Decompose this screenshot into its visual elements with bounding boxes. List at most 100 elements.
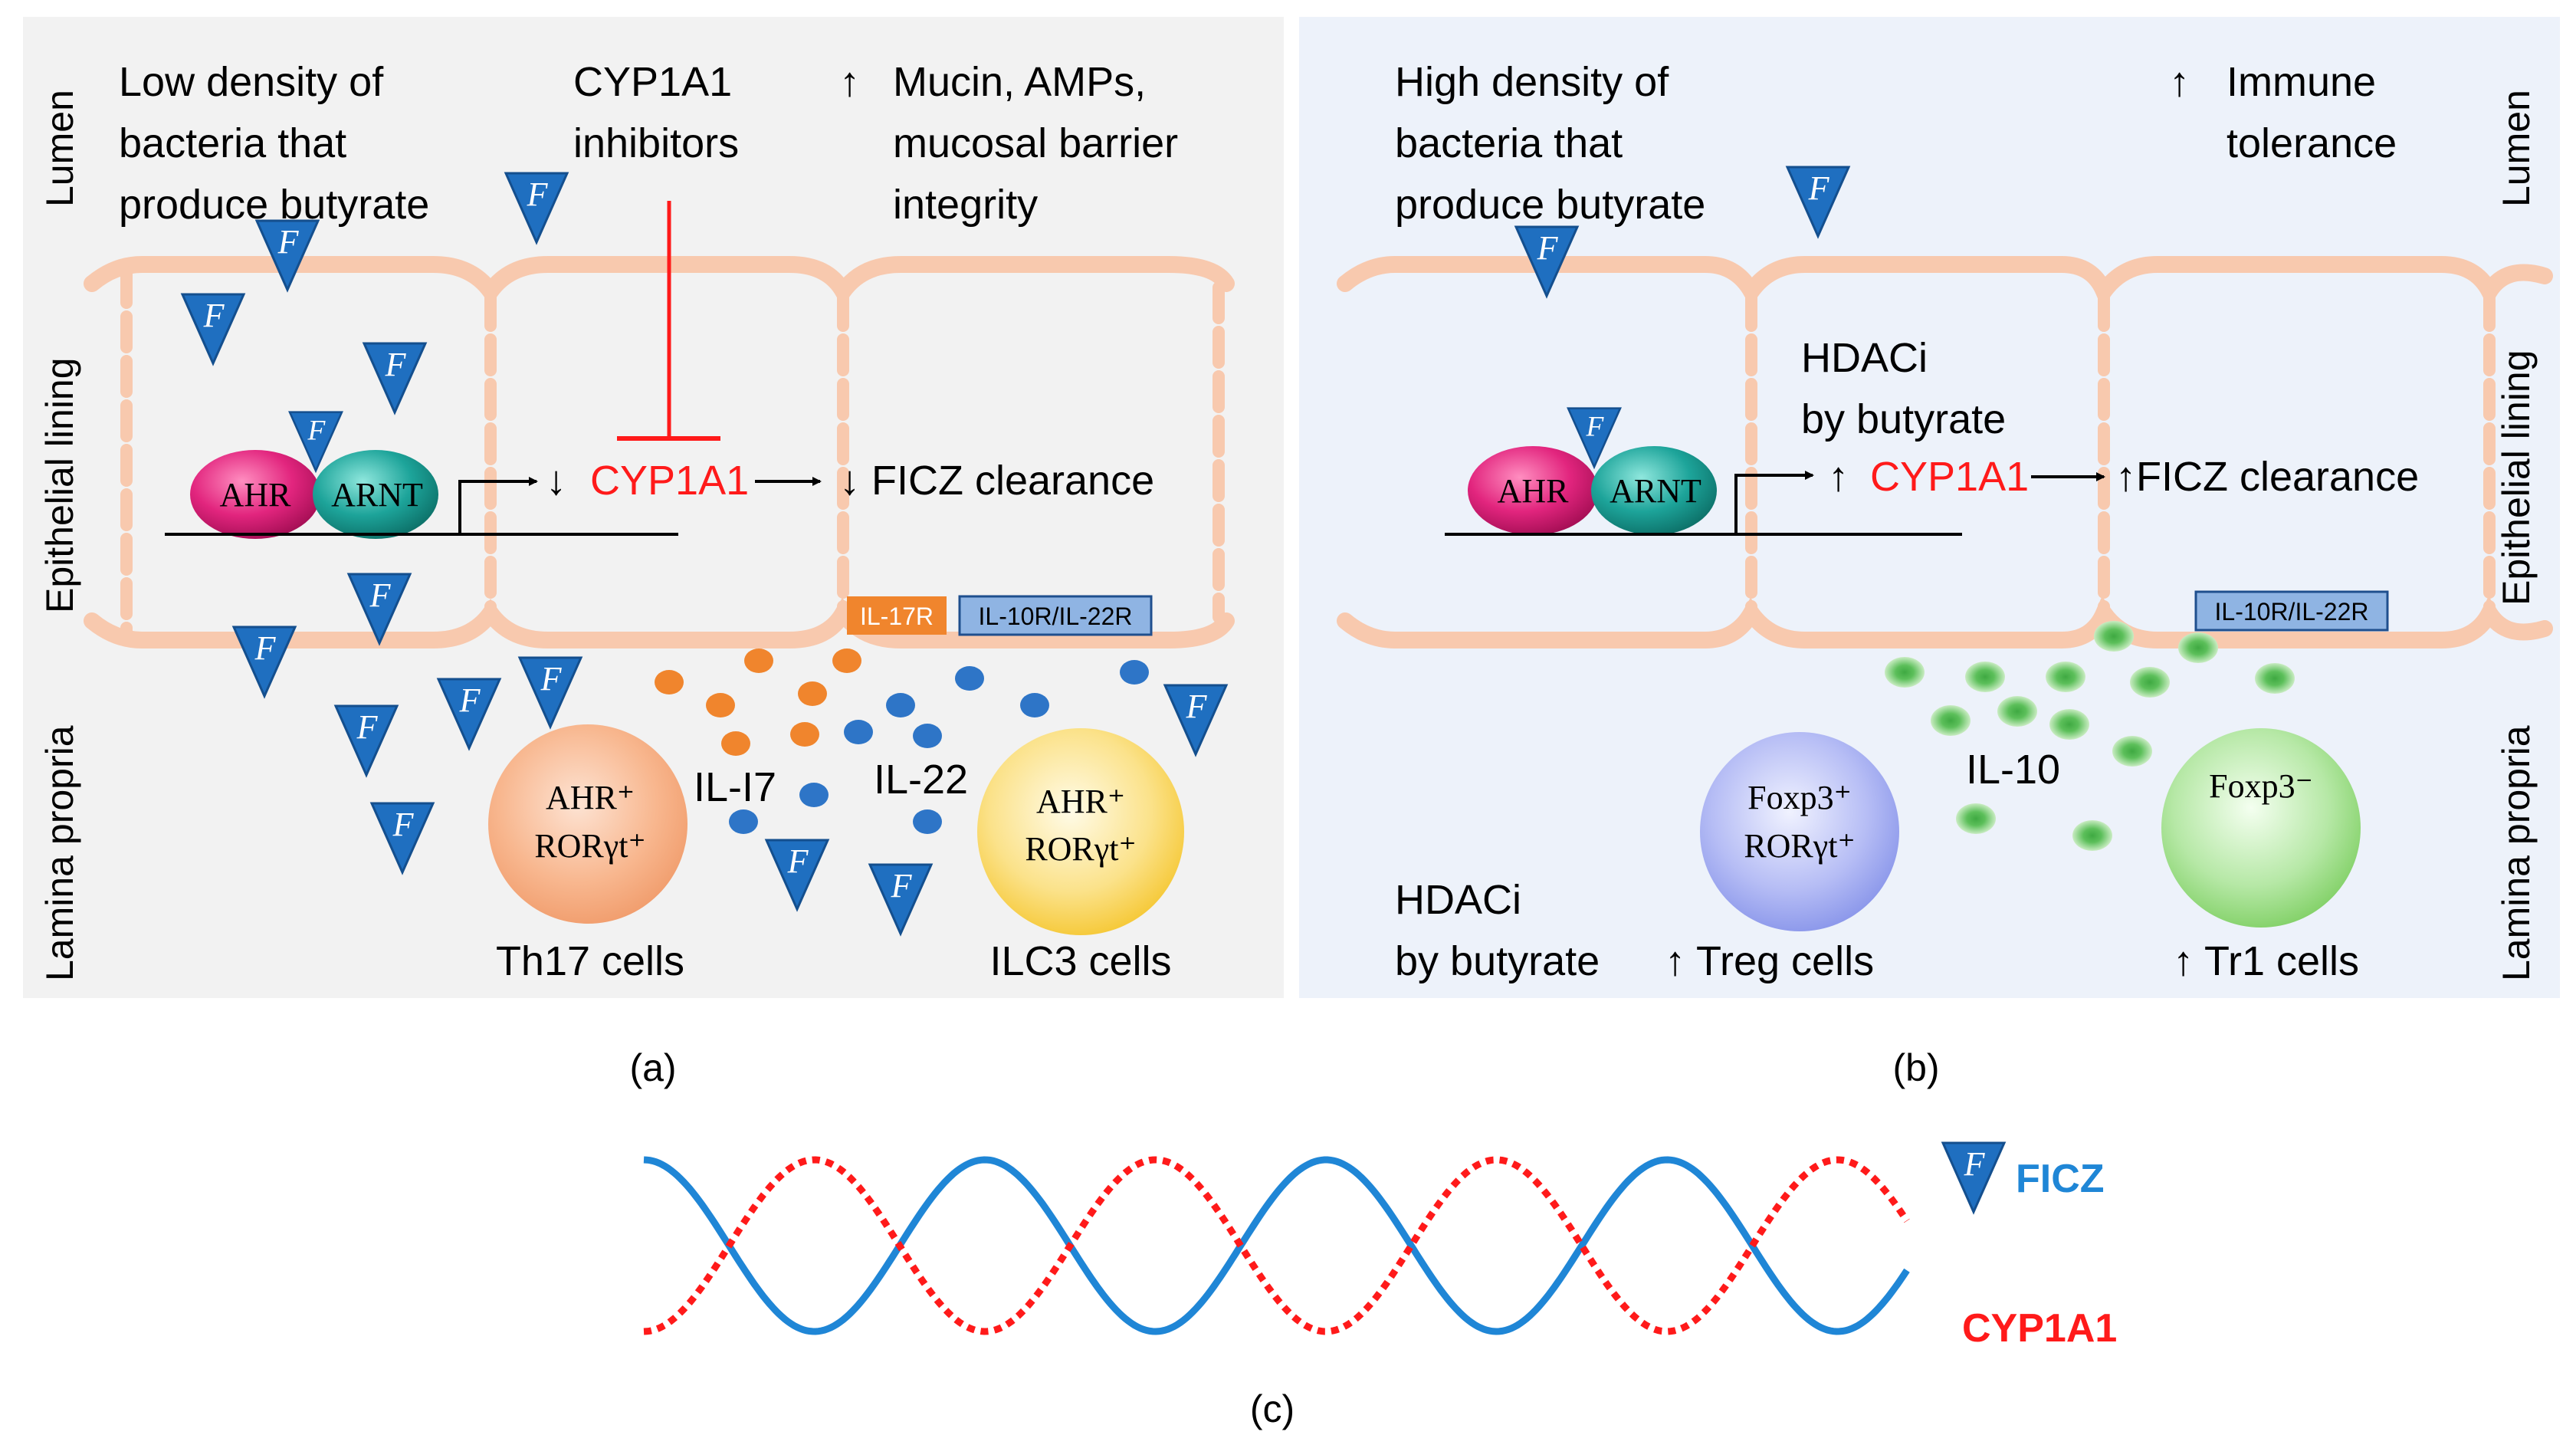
il10-molecule xyxy=(2049,709,2089,740)
panel-a: Lumen Epithelial lining Lamina propria L… xyxy=(23,17,1284,1089)
il10-molecule xyxy=(2046,662,2085,692)
il22-molecules xyxy=(729,660,1149,834)
il10-molecule xyxy=(1885,657,1925,688)
panel-b-cyp1a1: CYP1A1 xyxy=(1870,454,2029,500)
il22-molecule xyxy=(913,809,942,834)
il10-molecule xyxy=(2112,736,2152,767)
panel-b-tolerance-text: Immune tolerance xyxy=(2227,59,2397,166)
il10-molecule xyxy=(1956,803,1996,834)
ficz-oscillation-line xyxy=(643,1156,1910,1335)
il10-molecule xyxy=(1965,662,2005,692)
panel-c: FICZ CYP1A1 (c) xyxy=(643,1141,2117,1430)
panel-a-clearance: ↓ FICZ clearance xyxy=(839,458,1154,504)
treg-cell-line-2: RORγt⁺ xyxy=(1744,827,1855,865)
treg-cell-line-1: Foxp3⁺ xyxy=(1747,779,1852,816)
panel-b-arnt-label: ARNT xyxy=(1610,472,1701,510)
tr1-label: ↑ Tr1 cells xyxy=(2173,938,2359,984)
il17-receptor-label: IL-17R xyxy=(860,603,934,630)
panel-c-caption: (c) xyxy=(1250,1387,1295,1430)
il22-molecule xyxy=(729,809,758,834)
il10-il22-receptor-a xyxy=(958,595,1153,636)
ilc3-cell-line-2: RORγt⁺ xyxy=(1025,830,1136,868)
il22-molecule xyxy=(913,724,942,748)
panel-b-epithelial-label: Epithelial lining xyxy=(2495,350,2538,606)
inhibitors-line-1: CYP1A1 xyxy=(573,59,732,105)
il22-molecule xyxy=(955,666,984,691)
cyp1a1-oscillation-line xyxy=(643,1156,1910,1335)
treg-label: ↑ Treg cells xyxy=(1665,938,1874,984)
il10-molecule xyxy=(2255,663,2295,694)
il10-molecule xyxy=(2130,667,2170,698)
panel-a-cyp1a1: CYP1A1 xyxy=(590,458,749,504)
barrier-line-3: integrity xyxy=(893,182,1038,228)
il10-il22-receptor-b xyxy=(2194,590,2389,632)
il10-label: IL-10 xyxy=(1966,747,2060,793)
panel-b-lamina-label: Lamina propria xyxy=(2495,725,2538,981)
panel-a-promoter-arrow xyxy=(458,477,538,534)
tr1-cell-label: Foxp3⁻ xyxy=(2209,767,2313,805)
il17-receptor xyxy=(847,596,947,635)
il22-molecule xyxy=(1120,660,1149,685)
panel-a-bacteria-text: Low density of bacteria that produce but… xyxy=(119,59,429,228)
panel-a-arnt-label: ARNT xyxy=(331,476,423,514)
panel-b-bacteria-text: High density of bacteria that produce bu… xyxy=(1395,59,1705,228)
bacteria-line-1: Low density of xyxy=(119,59,384,105)
panel-a-caption: (a) xyxy=(629,1046,676,1089)
il17-molecule xyxy=(706,693,735,717)
il17-molecules xyxy=(655,648,861,756)
ilc3-cell-line-1: AHR⁺ xyxy=(1036,783,1125,820)
il22-molecule xyxy=(844,720,873,744)
panel-b-epithelium xyxy=(1337,256,2553,648)
panel-b-hdaci-bottom: HDACi by butyrate xyxy=(1395,877,1600,984)
il10-molecule xyxy=(2178,632,2218,663)
il17-molecule xyxy=(721,731,750,756)
il10-molecule xyxy=(2094,621,2134,652)
cyp1a1-legend-label: CYP1A1 xyxy=(1962,1306,2117,1351)
panel-a-ahr-protein xyxy=(190,450,320,539)
hdaci-top-line-1: HDACi xyxy=(1801,335,1928,381)
il10-molecule xyxy=(2072,820,2112,851)
th17-cell-line-2: RORγt⁺ xyxy=(534,827,645,865)
tolerance-line-1: Immune xyxy=(2227,59,2376,105)
barrier-line-1: Mucin, AMPs, xyxy=(893,59,1146,105)
panel-a-barrier-text: Mucin, AMPs, mucosal barrier integrity xyxy=(893,59,1178,228)
th17-cell xyxy=(488,724,687,924)
hdaci-bottom-line-1: HDACi xyxy=(1395,877,1521,923)
il10-molecules xyxy=(1885,621,2295,851)
tr1-cell xyxy=(2161,728,2361,928)
panel-a-lumen-label: Lumen xyxy=(38,90,81,207)
panel-b-caption: (b) xyxy=(1892,1046,1939,1089)
il22-label: IL-22 xyxy=(874,757,968,803)
barrier-line-2: mucosal barrier xyxy=(893,120,1178,166)
bacteria-line-3: produce butyrate xyxy=(1395,182,1705,228)
panel-b-ahr-label: AHR xyxy=(1498,472,1570,510)
bacteria-line-2: bacteria that xyxy=(1395,120,1623,166)
ilc3-cell xyxy=(977,728,1184,935)
bacteria-line-1: High density of xyxy=(1395,59,1669,105)
panel-b-tolerance-arrow: ↑ xyxy=(2169,59,2190,105)
panel-b-ahr-protein xyxy=(1468,446,1598,535)
inhibitors-line-2: inhibitors xyxy=(573,120,739,166)
panel-b-up-arrow: ↑ xyxy=(1828,454,1849,500)
th17-label: Th17 cells xyxy=(496,938,684,984)
il10-molecule xyxy=(1997,696,2037,727)
panel-b-arnt-protein xyxy=(1591,446,1717,535)
ficz-legend-label: FICZ xyxy=(2016,1157,2105,1201)
tolerance-line-2: tolerance xyxy=(2227,120,2397,166)
il17-molecule xyxy=(832,648,861,673)
panel-b-promoter-arrow xyxy=(1734,471,1814,534)
panel-b-lumen-label: Lumen xyxy=(2495,90,2538,207)
hdaci-top-line-2: by butyrate xyxy=(1801,396,2006,442)
panel-b-hdaci-top: HDACi by butyrate xyxy=(1801,335,2006,442)
th17-cell-line-1: AHR⁺ xyxy=(546,779,635,816)
ilc3-label: ILC3 cells xyxy=(989,938,1171,984)
il10-il22-receptor-b-label: IL-10R/IL-22R xyxy=(2215,598,2369,625)
panel-a-lamina-label: Lamina propria xyxy=(38,725,81,981)
il17-molecule xyxy=(655,670,684,694)
panel-a-epithelial-label: Epithelial lining xyxy=(38,357,81,613)
panel-a-arnt-protein xyxy=(313,450,438,539)
panel-b-clearance: ↑FICZ clearance xyxy=(2115,454,2419,500)
il22-molecule xyxy=(1020,693,1049,717)
il17-molecule xyxy=(798,681,827,706)
panel-a-epithelium xyxy=(84,256,1235,648)
